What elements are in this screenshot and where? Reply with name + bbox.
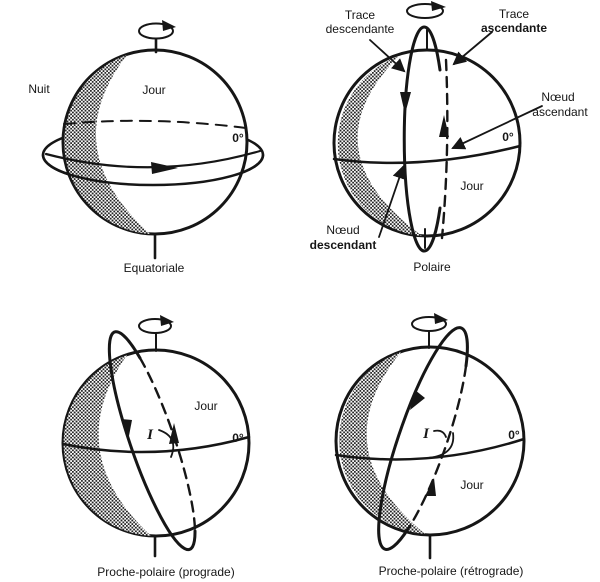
ascending-arrowhead xyxy=(425,478,436,496)
node-ascending-label-2: ascendant xyxy=(532,105,588,119)
night-shading xyxy=(64,55,150,234)
orbit-back-ascending xyxy=(138,356,197,533)
rotation-arrowhead-icon xyxy=(431,1,446,11)
day-label: Jour xyxy=(460,478,483,492)
day-label: Jour xyxy=(460,179,483,193)
panel-caption: Polaire xyxy=(413,260,451,274)
equator-line xyxy=(61,435,251,454)
night-shading xyxy=(63,355,151,536)
night-shading xyxy=(337,56,422,236)
orbit-front-descending xyxy=(402,25,442,253)
node-descending-arrow xyxy=(378,165,406,238)
orbit-front-descending xyxy=(377,326,469,551)
orbit-direction-arrowhead xyxy=(151,162,178,174)
panel-caption: Equatoriale xyxy=(124,261,185,275)
rotation-arrow-icon xyxy=(138,318,172,334)
near-polar-prograde-diagram: I Jour 0° Proche-polaire (prograde) xyxy=(61,315,251,579)
trace-descending-arrow xyxy=(369,39,406,73)
day-label: Jour xyxy=(142,83,165,97)
zero-degree-label: 0° xyxy=(232,131,244,145)
night-label: Nuit xyxy=(28,82,50,96)
zero-degree-label: 0° xyxy=(502,130,514,144)
orbit-back-ascending xyxy=(406,364,468,531)
equator-line-dashed xyxy=(63,119,247,129)
node-ascending-arrow xyxy=(451,105,543,150)
inclination-angle-arc xyxy=(427,432,455,459)
night-shading xyxy=(339,352,425,534)
zero-degree-label: 0° xyxy=(232,431,244,445)
node-descending-label-1: Nœud xyxy=(326,223,359,237)
inclination-angle-arc xyxy=(158,429,175,458)
rotation-arrowhead-icon xyxy=(160,315,174,326)
trace-descending-label-1: Trace xyxy=(345,8,376,22)
descending-arrowhead xyxy=(121,419,132,441)
trace-descending-label-2: descendante xyxy=(326,22,395,36)
earth-sphere xyxy=(332,48,522,238)
polar-orbit-diagram: Trace descendante Trace ascendante Nœud … xyxy=(310,1,588,274)
descending-arrowhead xyxy=(400,92,411,114)
day-label: Jour xyxy=(194,399,217,413)
node-descending-label-2: descendant xyxy=(310,238,377,252)
zero-degree-label: 0° xyxy=(508,428,520,442)
ascending-arrowhead xyxy=(439,115,449,137)
orbit-ring-front xyxy=(41,153,265,187)
trace-ascending-arrow xyxy=(452,31,493,66)
inclination-leader xyxy=(433,429,447,438)
rotation-arrowhead-icon xyxy=(434,313,448,324)
panel-caption: Proche-polaire (prograde) xyxy=(97,565,234,579)
node-ascending-label-1: Nœud xyxy=(541,90,574,104)
near-polar-retrograde-diagram: I Jour 0° Proche-polaire (rétrograde) xyxy=(334,313,526,578)
descending-arrowhead xyxy=(410,390,425,410)
rotation-arrowhead-icon xyxy=(162,20,176,31)
equator-line xyxy=(332,144,522,165)
orbit-back-ascending xyxy=(440,58,449,240)
rotation-arrow-icon xyxy=(406,3,444,19)
trace-ascending-label-2: ascendante xyxy=(481,21,547,35)
equatorial-orbit-diagram: Nuit Jour 0° Equatoriale xyxy=(28,20,265,275)
inclination-label: I xyxy=(146,427,154,443)
panel-caption: Proche-polaire (rétrograde) xyxy=(379,564,524,578)
trace-ascending-label-1: Trace xyxy=(499,7,530,21)
inclination-label: I xyxy=(422,426,430,442)
